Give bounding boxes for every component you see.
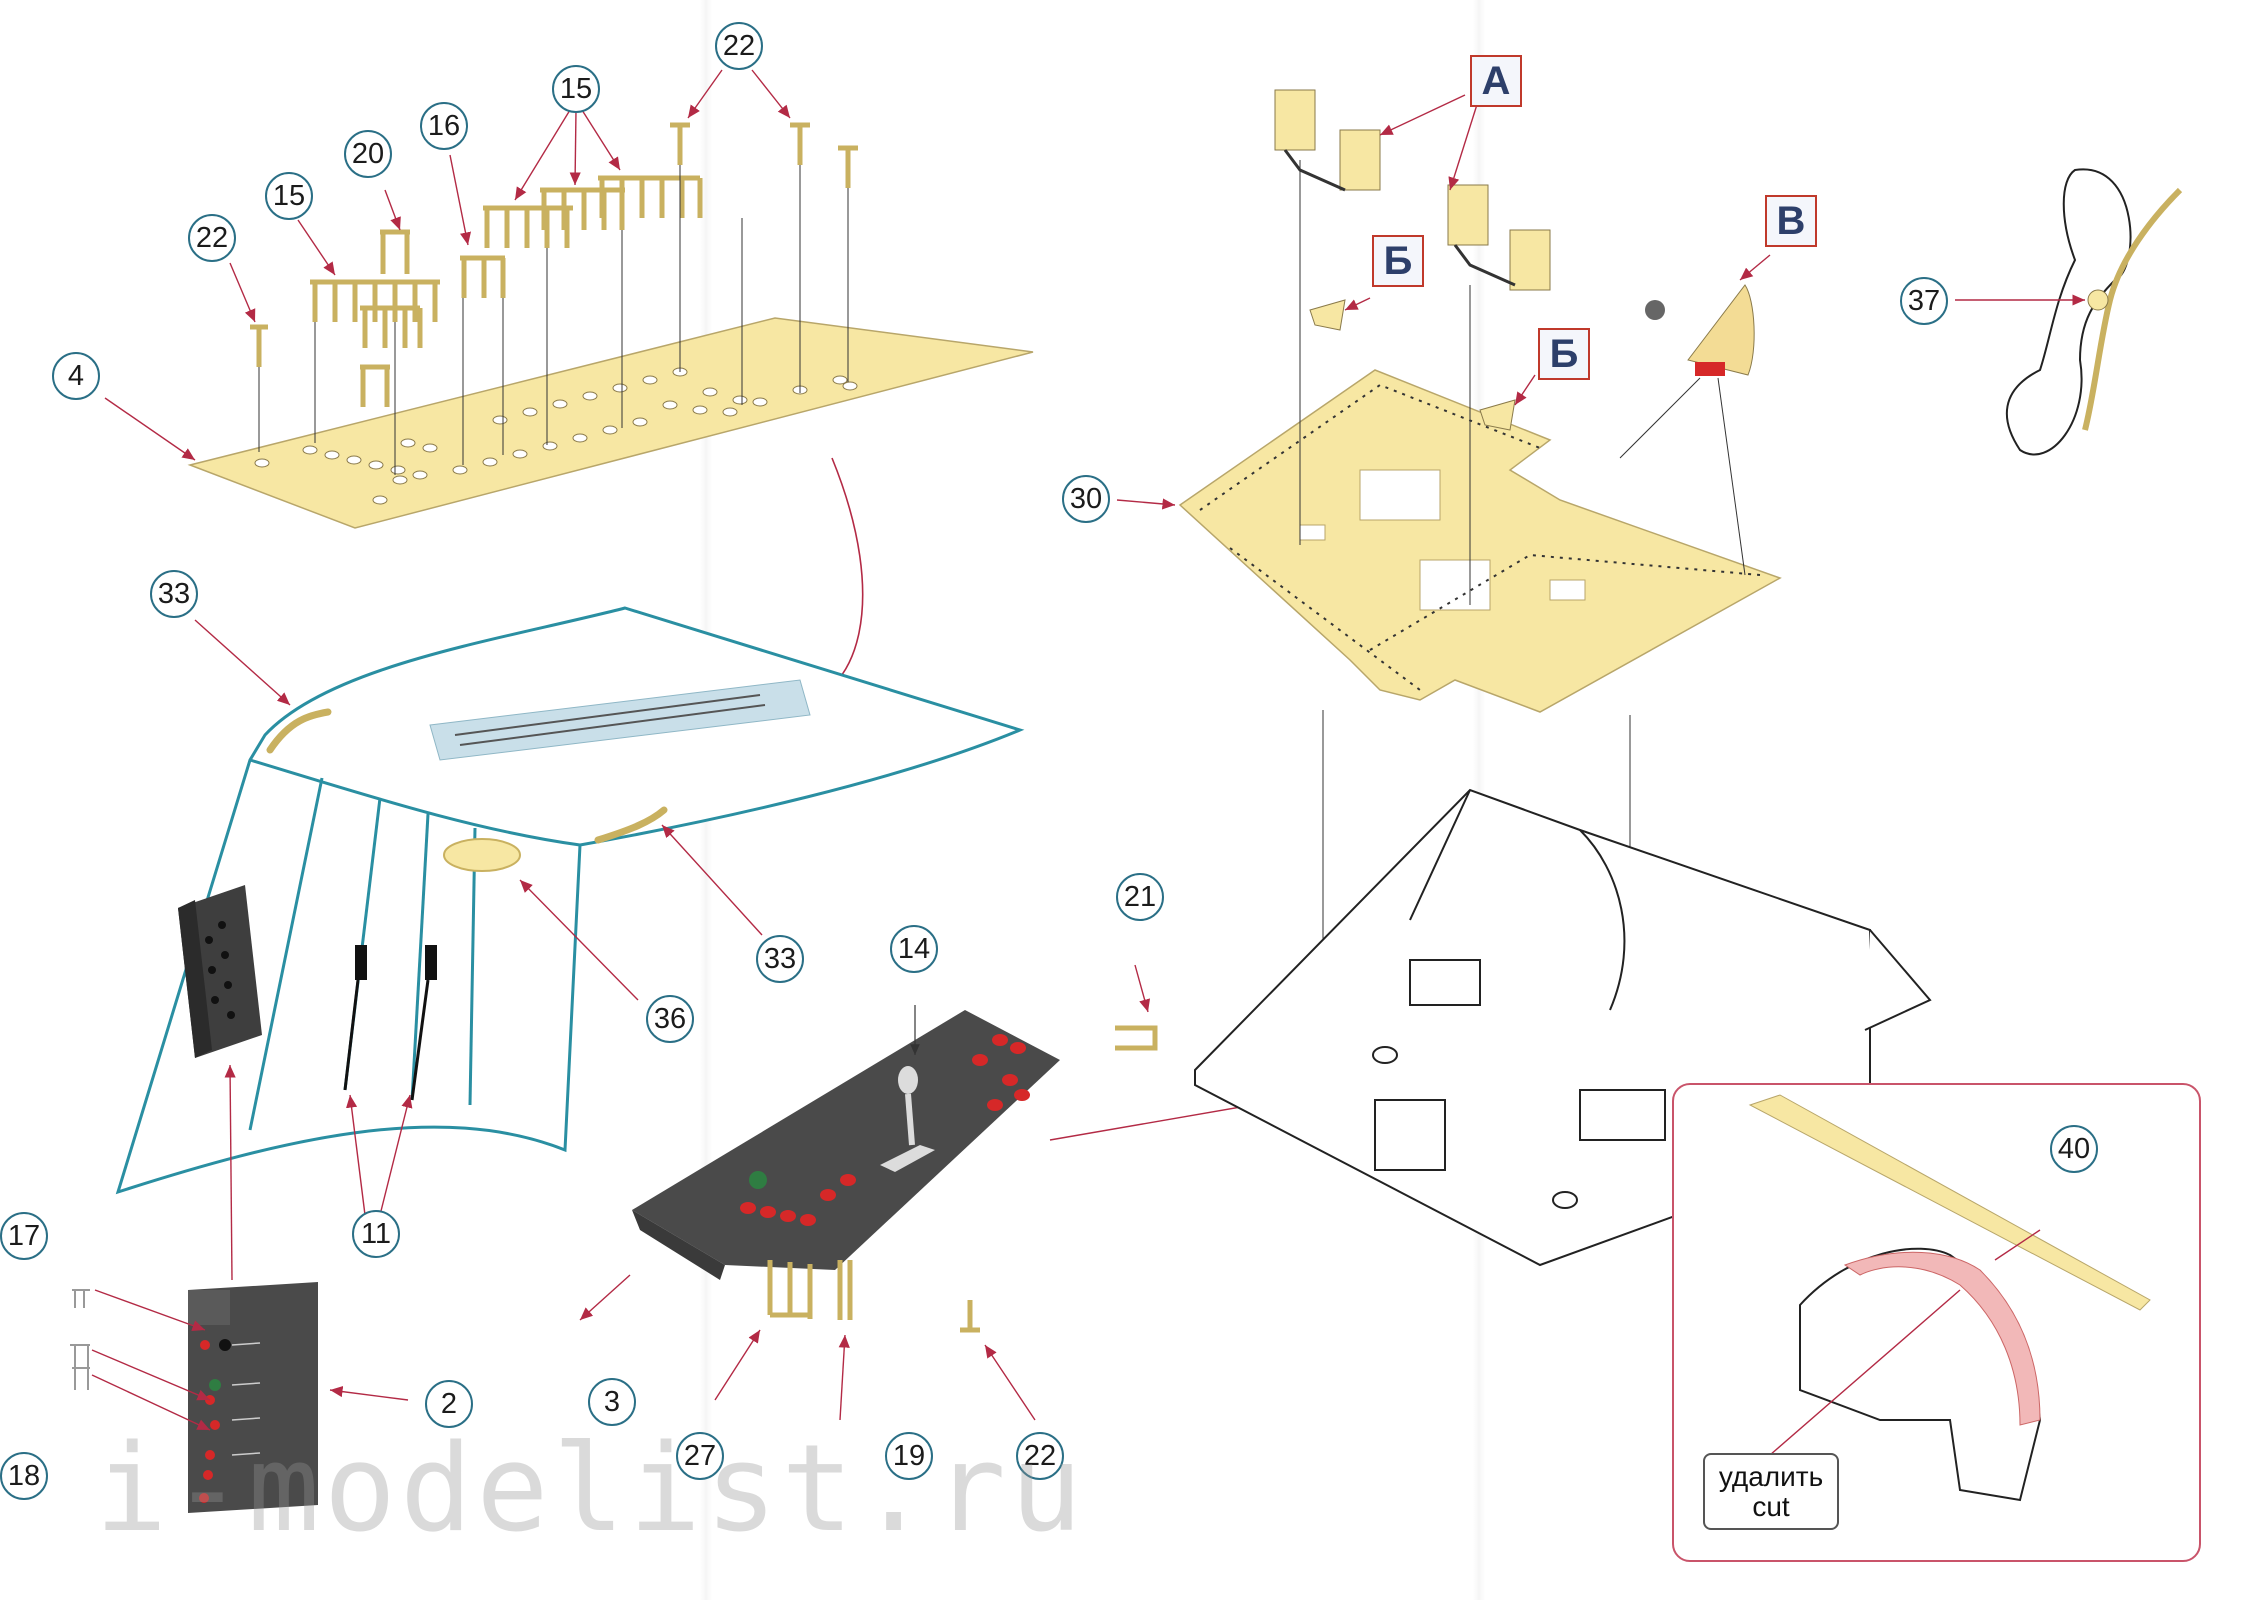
letter-v: B bbox=[1765, 195, 1817, 247]
gun-mount-b bbox=[1645, 284, 1755, 376]
callout-11: 11 bbox=[352, 1210, 400, 1258]
callout-33-left: 33 bbox=[150, 570, 198, 618]
callout-19: 19 bbox=[885, 1432, 933, 1480]
switch-panel-part-2 bbox=[70, 1064, 409, 1513]
control-stick-part-37 bbox=[1955, 168, 2183, 456]
callout-30: 30 bbox=[1062, 475, 1110, 523]
callout-3: 3 bbox=[588, 1378, 636, 1426]
callout-22-left: 22 bbox=[188, 214, 236, 262]
callout-20: 20 bbox=[344, 130, 392, 178]
letter-a: A bbox=[1470, 55, 1522, 107]
center-console-part-3 bbox=[579, 1005, 1311, 1333]
callout-15-left: 15 bbox=[265, 172, 313, 220]
seat-a1 bbox=[1274, 89, 1381, 192]
letter-b-2: Б bbox=[1538, 328, 1590, 380]
overhead-switch-box bbox=[178, 885, 262, 1058]
callout-36: 36 bbox=[646, 995, 694, 1043]
callout-40: 40 bbox=[2050, 1125, 2098, 1173]
cut-label: удалить cut bbox=[1703, 1453, 1839, 1530]
callout-14: 14 bbox=[890, 925, 938, 973]
callout-21: 21 bbox=[1116, 873, 1164, 921]
callout-22-top: 22 bbox=[715, 22, 763, 70]
callout-33-right: 33 bbox=[756, 935, 804, 983]
overhead-panel-outline bbox=[115, 606, 1025, 1195]
callout-37: 37 bbox=[1900, 277, 1948, 325]
letter-b-1: Б bbox=[1372, 235, 1424, 287]
seat-a2 bbox=[1447, 184, 1551, 291]
callout-4: 4 bbox=[52, 352, 100, 400]
callout-17: 17 bbox=[0, 1212, 48, 1260]
callout-16: 16 bbox=[420, 102, 468, 150]
callout-2: 2 bbox=[425, 1380, 473, 1428]
overhead-plate-part-4 bbox=[187, 122, 1034, 711]
callout-22-bottom: 22 bbox=[1016, 1432, 1064, 1480]
floor-plate-part-30 bbox=[1116, 89, 1782, 1195]
callout-15-top: 15 bbox=[552, 65, 600, 113]
cut-label-ru: удалить bbox=[1718, 1460, 1824, 1492]
callout-27: 27 bbox=[676, 1432, 724, 1480]
callout-18: 18 bbox=[0, 1452, 48, 1500]
cut-label-en: cut bbox=[1752, 1490, 1790, 1522]
